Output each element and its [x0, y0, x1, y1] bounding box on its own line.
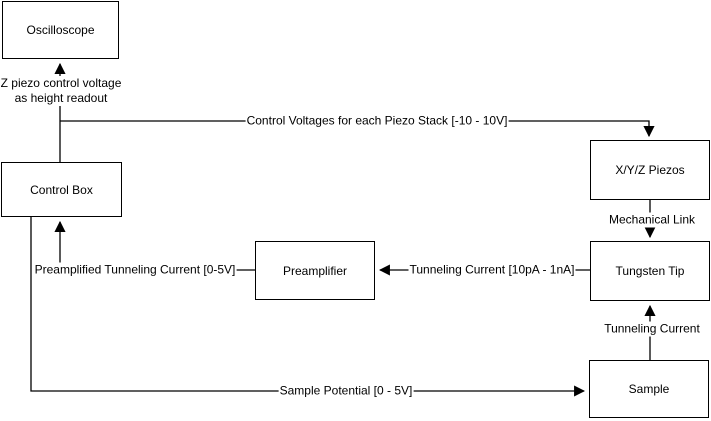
- control-box-label: Control Box: [30, 182, 93, 197]
- preamplified-current-edge-label: Preamplified Tunneling Current [0-5V]: [33, 262, 237, 278]
- xyz-piezos-box: X/Y/Z Piezos: [590, 140, 710, 200]
- z-piezo-readout-line1: Z piezo control voltage: [0, 76, 122, 90]
- sample-potential-edge-label: Sample Potential [0 - 5V]: [278, 383, 414, 399]
- preamplifier-label: Preamplifier: [282, 263, 348, 278]
- mechanical-link-edge-label: Mechanical Link: [607, 212, 697, 228]
- tungsten-tip-box: Tungsten Tip: [590, 241, 710, 301]
- tunneling-current-range-edge-label: Tunneling Current [10pA - 1nA]: [408, 262, 576, 278]
- control-voltages-edge-label: Control Voltages for each Piezo Stack [-…: [245, 113, 509, 129]
- xyz-piezos-label: X/Y/Z Piezos: [615, 163, 685, 177]
- z-piezo-readout-edge-label: Z piezo control voltage as height readou…: [0, 76, 123, 106]
- control-box-box: Control Box: [1, 162, 122, 217]
- sample-label: Sample: [628, 382, 670, 396]
- tungsten-tip-label: Tungsten Tip: [615, 264, 685, 278]
- sample-box: Sample: [589, 360, 709, 418]
- preamplifier-box: Preamplifier: [255, 241, 375, 300]
- oscilloscope-box: Oscilloscope: [2, 1, 119, 59]
- oscilloscope-label: Oscilloscope: [26, 23, 95, 37]
- z-piezo-readout-line2: as height readout: [14, 91, 108, 105]
- tunneling-current-edge-label: Tunneling Current: [603, 321, 701, 337]
